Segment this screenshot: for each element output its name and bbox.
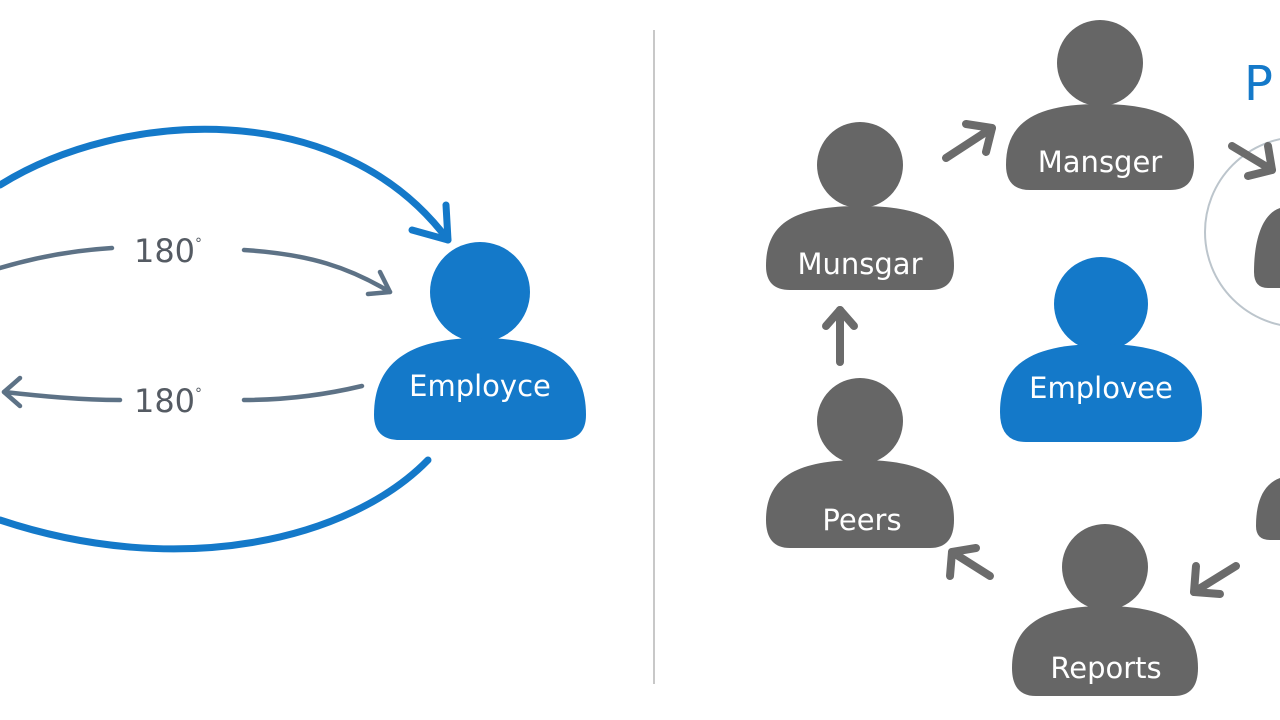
- partial-person-lower: [1256, 478, 1280, 540]
- partial-title: P: [1244, 56, 1273, 112]
- person-icon-head: [1062, 524, 1148, 610]
- peers-person: Peers: [766, 378, 954, 548]
- arrow-to-partial: [1228, 142, 1276, 174]
- person-icon-head: [430, 242, 530, 342]
- manager-left-person: Munsgar: [766, 122, 954, 290]
- person-icon-body: [1006, 104, 1194, 190]
- arrow-to-partial-head: [1244, 142, 1276, 180]
- arrow-to-top-manager-head: [962, 120, 996, 156]
- arrow-to-top-manager: [942, 124, 996, 162]
- top-blue-arrowhead: [408, 201, 452, 244]
- person-icon-body: [1012, 606, 1198, 696]
- person-icon-body: [374, 338, 586, 440]
- left-180-panel: 180° 180° Employce: [0, 125, 586, 553]
- lower-feedback-arrow: [241, 383, 365, 403]
- peers-label: Peers: [822, 503, 901, 537]
- person-icon-body: [766, 460, 954, 548]
- employee-person-left: Employce: [374, 242, 586, 440]
- reports-person: Reports: [1012, 524, 1198, 696]
- upper-feedback-arrow-tail: [241, 247, 393, 295]
- flow-arrows: [822, 120, 1276, 598]
- person-icon-head: [817, 122, 903, 208]
- partial-ring: [1204, 138, 1280, 326]
- person-icon-body: [1000, 344, 1202, 442]
- top-degree-label: 180°: [134, 232, 202, 270]
- arrow-to-peers: [948, 548, 994, 580]
- person-icon-head: [1054, 257, 1148, 351]
- upper-arrowhead: [365, 269, 393, 297]
- employee-label: Emplovee: [1029, 371, 1173, 405]
- partial-person-upper: [1254, 208, 1280, 288]
- manager-left-label: Munsgar: [798, 247, 923, 281]
- right-360-panel: P Mansger: [766, 20, 1280, 696]
- bottom-blue-arc: [0, 456, 432, 553]
- manager-top-label: Mansger: [1038, 145, 1163, 179]
- reports-label: Reports: [1050, 651, 1161, 685]
- upper-feedback-arrow: [0, 245, 115, 271]
- top-blue-arc: [0, 125, 452, 244]
- person-icon-head: [1057, 20, 1143, 106]
- arrow-to-left-manager-head: [822, 306, 858, 330]
- lower-arrowhead: [1, 375, 23, 409]
- arrow-to-reports: [1190, 562, 1240, 596]
- arrow-to-peers-head: [946, 544, 980, 580]
- manager-top-person: Mansger: [1006, 20, 1194, 190]
- person-icon-body: [766, 206, 954, 290]
- person-icon-head: [817, 378, 903, 464]
- employee-person-right: Emplovee: [1000, 257, 1202, 442]
- arrow-to-reports-head: [1190, 562, 1224, 598]
- bottom-degree-label: 180°: [134, 382, 202, 420]
- employee-label: Employce: [409, 369, 551, 403]
- lower-feedback-arrow-tail: [1, 389, 123, 403]
